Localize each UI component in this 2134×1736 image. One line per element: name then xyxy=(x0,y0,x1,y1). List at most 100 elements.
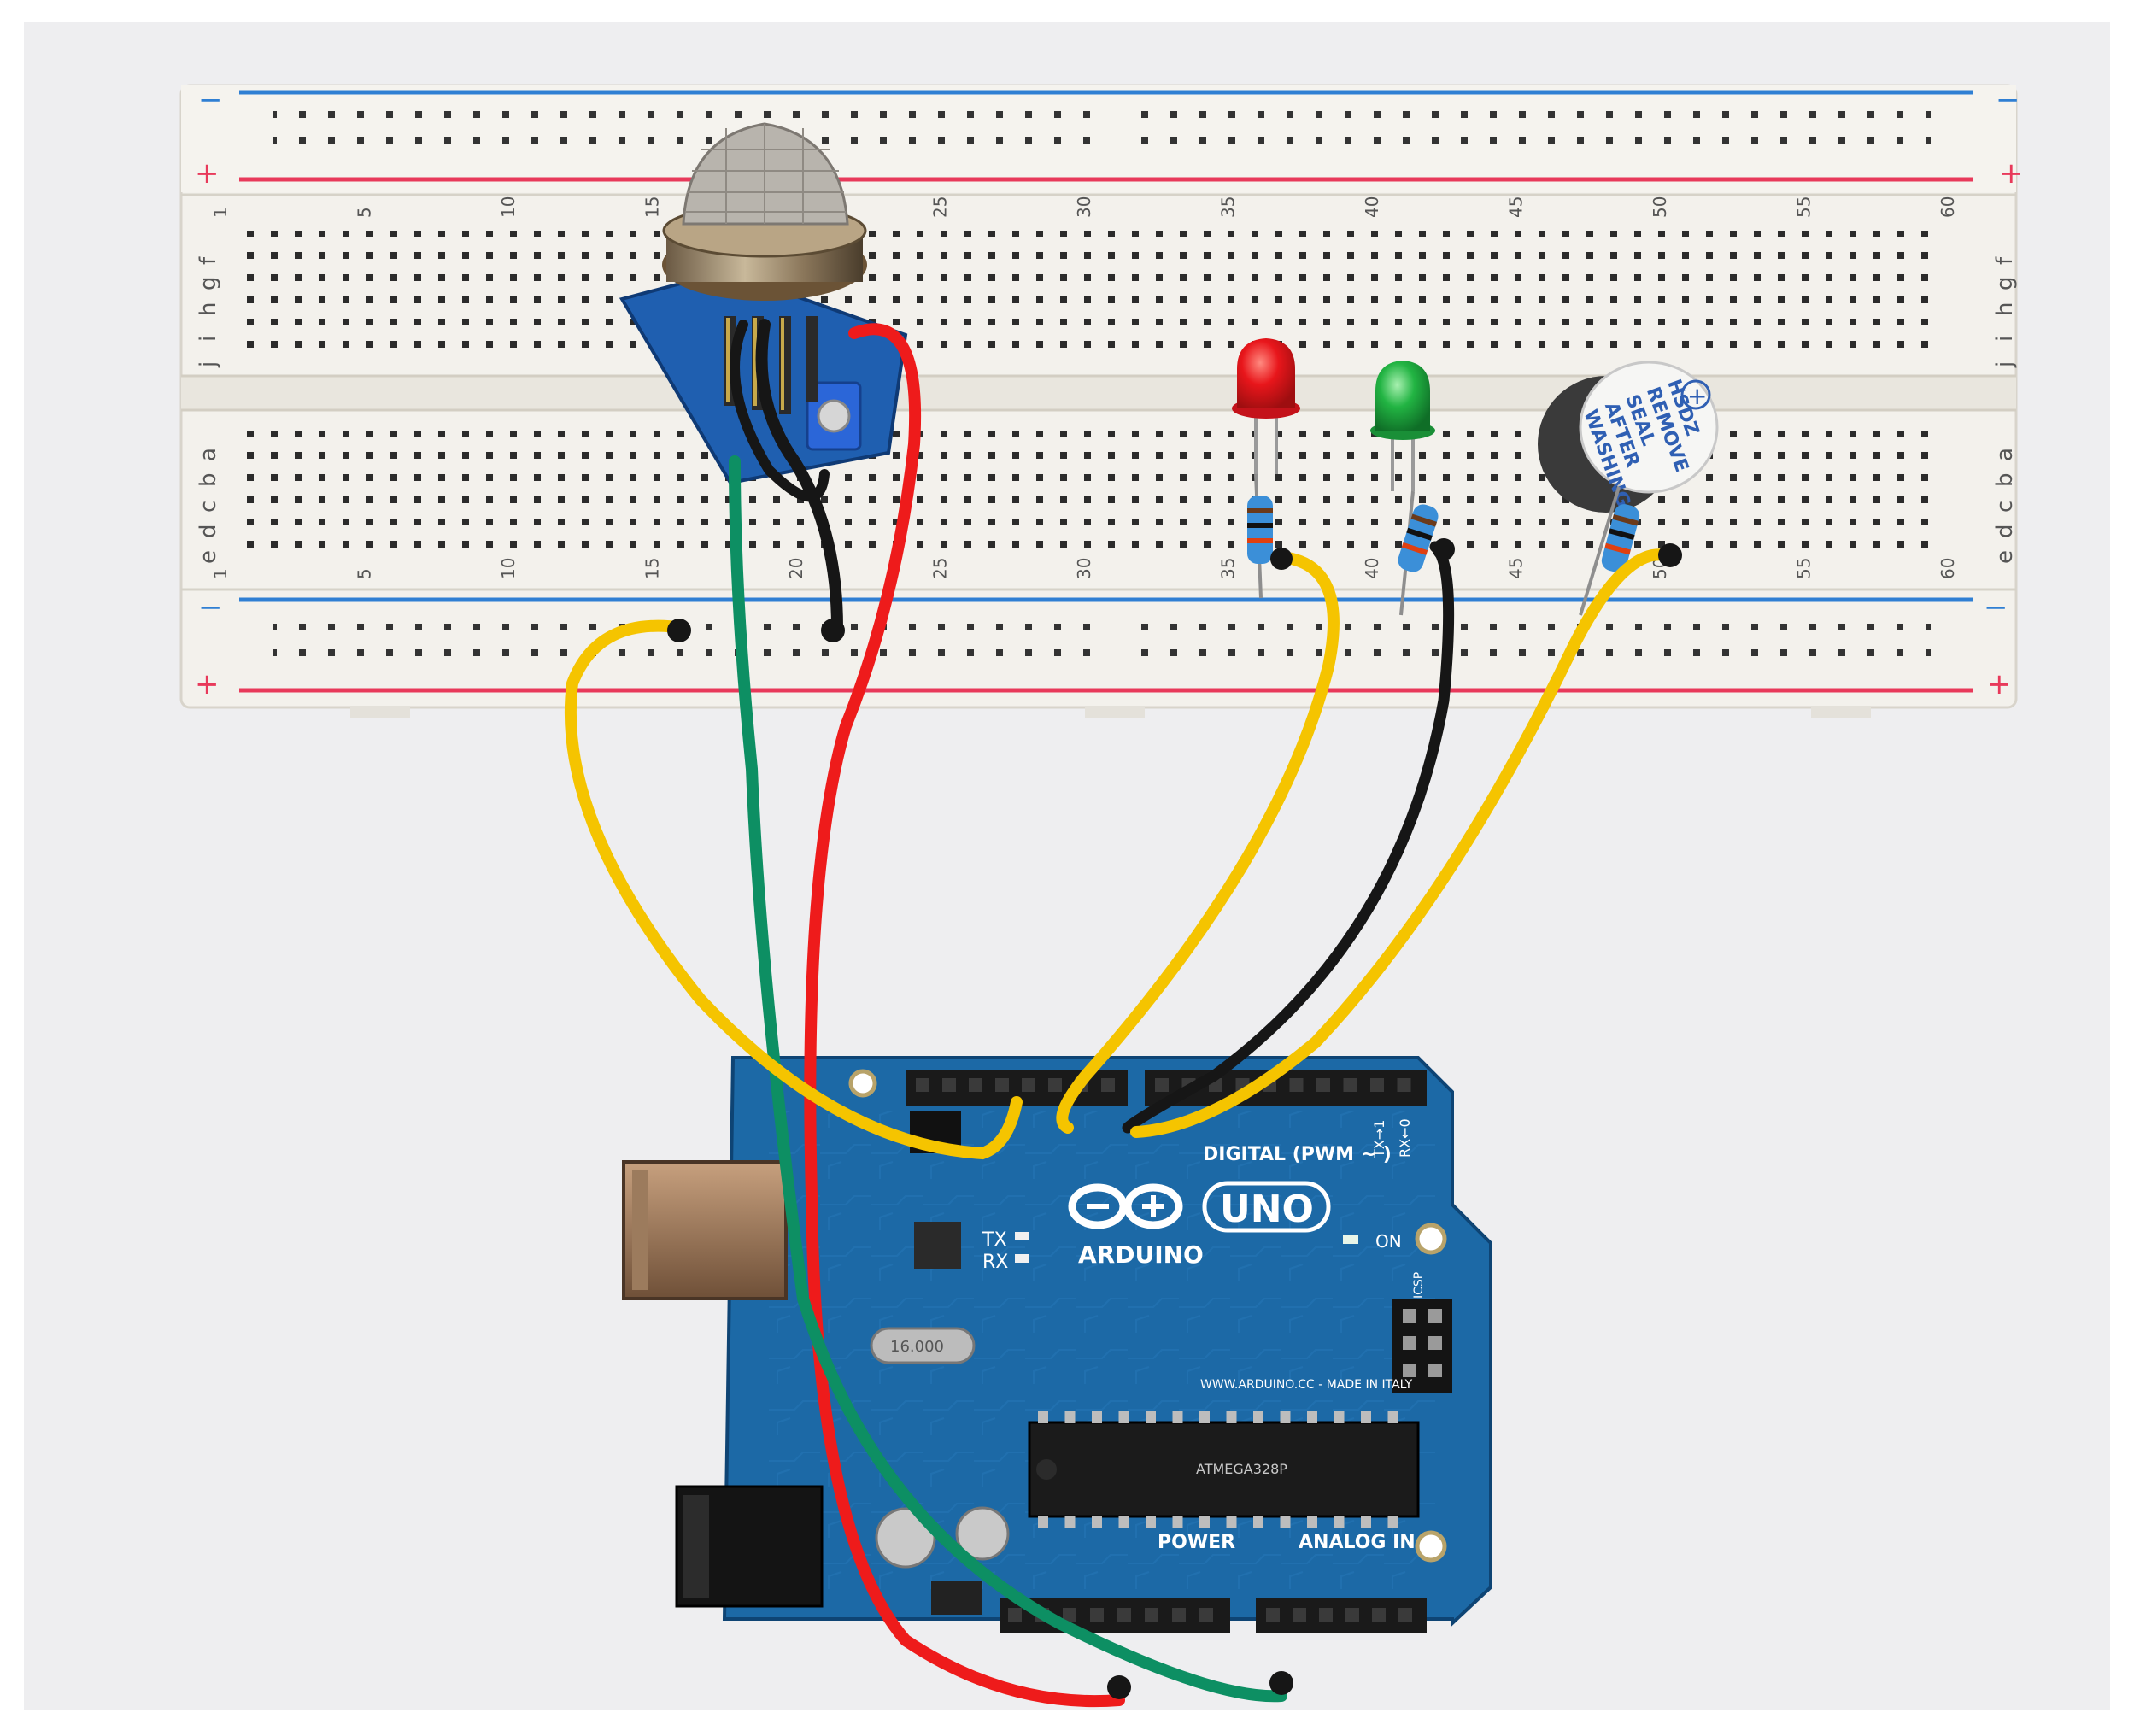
red-led xyxy=(1232,338,1300,474)
chip-label: ATMEGA328P xyxy=(1196,1461,1287,1477)
chip-pin xyxy=(1118,1516,1129,1528)
wire-sensor-black-short xyxy=(730,320,830,502)
chip-pin xyxy=(1387,1516,1398,1528)
column-number-top: 55 xyxy=(1794,196,1814,218)
bottom-rail-minus-right: − xyxy=(1984,590,2008,625)
icsp-pin xyxy=(1403,1364,1416,1377)
on-label: ON xyxy=(1375,1231,1402,1252)
column-number-bottom: 20 xyxy=(786,558,806,579)
resistor-1 xyxy=(1247,473,1273,599)
row-letter: a xyxy=(1992,448,2018,461)
row-letter: i xyxy=(1992,336,2018,342)
sensor-mesh-lines xyxy=(685,124,846,224)
digital-pwm-label: DIGITAL (PWM ~ ) xyxy=(1203,1144,1392,1165)
row-letter: h xyxy=(1992,302,2018,316)
wire-black-led xyxy=(1122,541,1455,1134)
top-rail-plus-left: + xyxy=(195,156,220,191)
column-number-bottom: 55 xyxy=(1794,558,1814,579)
power-label: POWER xyxy=(1158,1532,1235,1553)
wire-sensor-black xyxy=(755,319,843,634)
crystal-oscillator xyxy=(870,1327,976,1364)
header-pin xyxy=(1343,1078,1357,1092)
center-channel xyxy=(181,376,2016,410)
row-letter: g xyxy=(1992,276,2018,290)
mounting-hole-1 xyxy=(1415,1223,1447,1255)
rx-led xyxy=(1015,1254,1029,1263)
bottom-rail-plus-right: + xyxy=(1987,667,2012,701)
chip-pin xyxy=(1146,1411,1156,1423)
usb-connector xyxy=(622,1160,788,1300)
chip-pins-bottom xyxy=(1038,1516,1398,1528)
resistor-2-band-3 xyxy=(1401,542,1428,555)
green-led xyxy=(1370,361,1435,491)
breadboard: − − + + − − + + 151015202530354045505560… xyxy=(179,83,2024,718)
resistor-2-band-1 xyxy=(1410,513,1437,527)
chip-pin xyxy=(1118,1411,1129,1423)
chip-pin xyxy=(1038,1411,1048,1423)
bottom-rail-plus-left: + xyxy=(195,667,220,701)
header-pin xyxy=(1397,1078,1411,1092)
capacitor-2 xyxy=(955,1506,1010,1561)
header-pin xyxy=(942,1078,956,1092)
on-led xyxy=(1343,1235,1358,1244)
chip-pin xyxy=(1253,1516,1263,1528)
red-led-dome xyxy=(1237,338,1295,408)
arduino-model-text: UNO xyxy=(1220,1188,1314,1231)
icsp-pin xyxy=(1403,1336,1416,1350)
chip-pin xyxy=(1307,1516,1317,1528)
header-pin xyxy=(1372,1608,1386,1622)
row-letter: f xyxy=(196,256,221,265)
row-letter: e xyxy=(196,550,221,564)
resistor-1-band-3 xyxy=(1247,538,1273,543)
arduino-uno-board: DIGITAL (PWM ~ ) TX→1 RX←0 16.000 TX RX … xyxy=(622,1056,1492,1633)
row-letter: d xyxy=(196,524,221,538)
chip-pin xyxy=(1038,1516,1048,1528)
potentiometer-knob xyxy=(817,399,851,433)
column-number-bottom: 45 xyxy=(1506,558,1527,579)
chip-pin xyxy=(1361,1411,1371,1423)
wire-tip-led xyxy=(1270,548,1293,570)
chip-pin xyxy=(1092,1411,1102,1423)
column-number-bottom: 30 xyxy=(1074,558,1094,579)
chip-pin xyxy=(1064,1411,1076,1423)
header-pin xyxy=(1090,1608,1104,1622)
row-letter: b xyxy=(196,472,221,487)
usb-connector-edge xyxy=(632,1170,648,1290)
header-pin xyxy=(916,1078,929,1092)
chip-pin xyxy=(1280,1516,1291,1528)
header-pin xyxy=(1319,1608,1333,1622)
resistor-3-band-1 xyxy=(1612,513,1639,526)
column-number-bottom: 10 xyxy=(498,558,519,579)
rx-label: RX xyxy=(982,1252,1008,1273)
column-number-bottom: 40 xyxy=(1362,558,1382,579)
column-number-bottom: 5 xyxy=(355,568,375,579)
chip-notch xyxy=(1036,1459,1057,1480)
resistor-1-band-1 xyxy=(1247,508,1273,513)
wire-tip-red-end xyxy=(1107,1675,1131,1699)
row-letter: j xyxy=(1992,361,2018,368)
header-pin xyxy=(1266,1608,1280,1622)
sensor-pin-4 xyxy=(806,316,818,402)
chip-pin xyxy=(1172,1516,1183,1528)
bottom-header-pins xyxy=(1008,1608,1412,1622)
bottom-rail-holes-1 xyxy=(273,613,1111,672)
usb-chip xyxy=(914,1222,961,1269)
upper-terminal-holes xyxy=(231,231,1931,350)
capacitor-1 xyxy=(875,1507,936,1569)
column-number-top: 45 xyxy=(1506,196,1527,218)
top-rail-plus-right: + xyxy=(1999,156,2024,191)
row-letter: d xyxy=(1992,524,2018,538)
chip-pin xyxy=(1280,1411,1291,1423)
column-number-top: 15 xyxy=(642,196,663,218)
wire-tip-black-rail xyxy=(821,619,845,642)
header-pin xyxy=(1022,1078,1035,1092)
chip-pin xyxy=(1334,1516,1345,1528)
column-number-top: 60 xyxy=(1938,196,1958,218)
chip-pin xyxy=(1064,1516,1076,1528)
chip-pin xyxy=(1199,1516,1210,1528)
header-pin xyxy=(1199,1608,1213,1622)
